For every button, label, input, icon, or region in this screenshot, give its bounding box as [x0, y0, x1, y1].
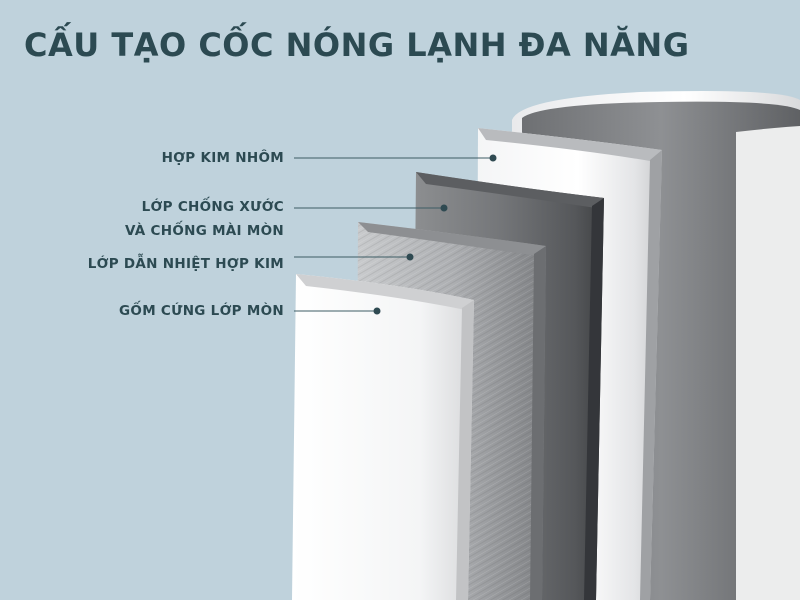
label-hard-ceramic: GỐM CỨNG LỚP MÒN — [119, 299, 284, 323]
label-aluminium-alloy: HỢP KIM NHÔM — [162, 146, 284, 170]
label-line: LỚP CHỐNG XƯỚC — [141, 199, 284, 215]
leader-dot-aluminium — [489, 154, 497, 162]
label-line: VÀ CHỐNG MÀI MÒN — [124, 223, 284, 239]
leader-dot-ceramic — [373, 307, 381, 315]
label-line: HỢP KIM NHÔM — [161, 150, 284, 166]
label-line: LỚP DẪN NHIỆT HỢP KIM — [87, 256, 284, 272]
leader-lines — [294, 154, 497, 315]
label-heat-conductive: LỚP DẪN NHIỆT HỢP KIM — [88, 252, 284, 276]
layer-hard-ceramic — [292, 274, 474, 600]
leader-dot-anti-scratch — [440, 204, 448, 212]
label-line: GỐM CỨNG LỚP MÒN — [119, 303, 284, 319]
leader-dot-heat-conductive — [406, 253, 414, 261]
page-title: CẤU TẠO CỐC NÓNG LẠNH ĐA NĂNG — [24, 26, 690, 64]
label-anti-scratch: LỚP CHỐNG XƯỚC VÀ CHỐNG MÀI MÒN — [125, 195, 284, 243]
